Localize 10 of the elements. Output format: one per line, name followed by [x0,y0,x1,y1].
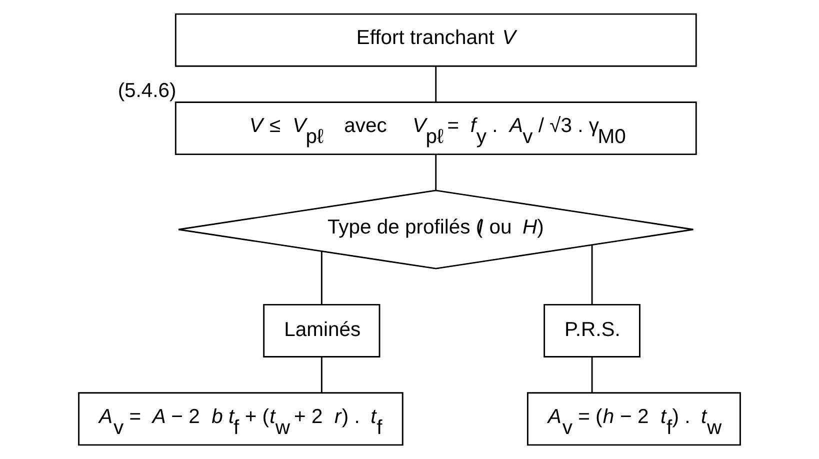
connector [320,357,322,392]
node-box: Effort tranchant V [174,13,697,67]
connector [591,244,593,305]
connector [435,66,437,102]
node-box: Laminés [263,304,380,358]
connector [435,154,437,190]
connector [320,251,322,304]
node-box: P.R.S. [544,304,640,358]
connector [591,357,593,392]
node-label: (5.4.6) [118,80,176,102]
